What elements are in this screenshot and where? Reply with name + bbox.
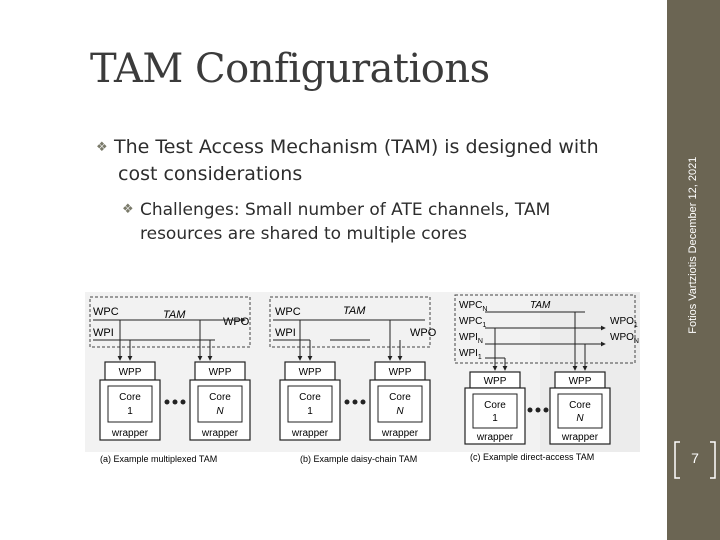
bullet-2-line-1: Challenges: Small number of ATE channels… (140, 200, 551, 220)
wpp-label: WPP (299, 367, 322, 378)
wpp-label: WPP (389, 367, 412, 378)
multiplexed-tam: WPC WPI WPO TAM WPP WPP Core 1 wrapper C… (89, 296, 251, 464)
wpo-label: WPO (410, 327, 437, 339)
wpp-label: WPP (569, 376, 592, 387)
bullet-icon: ❖ (122, 202, 134, 217)
wpc-label: WPC (275, 306, 301, 318)
page-number-frame (674, 441, 716, 479)
wrapper-label: wrapper (291, 428, 329, 439)
caption-c: (c) Example direct-access TAM (470, 452, 594, 462)
core-number: 1 (127, 406, 133, 417)
wpcN-label: WPCN (459, 300, 487, 313)
daisy-chain-tam: WPC WPI WPO TAM WPP WPP Core 1 wrapper C… (269, 296, 437, 464)
bullet-2: ❖ Challenges: Small number of ATE channel… (122, 198, 642, 246)
bullet-icon: ❖ (96, 140, 108, 155)
wpi-label: WPI (93, 327, 114, 339)
core-number: 1 (492, 413, 498, 424)
caption-b: (b) Example daisy-chain TAM (300, 454, 417, 464)
wpi-label: WPI (275, 327, 296, 339)
wpiN-label: WPIN (459, 332, 483, 345)
tam-diagram: WPC WPI WPO TAM WPP WPP Core 1 wrapper C… (85, 292, 640, 464)
caption-a: (a) Example multiplexed TAM (100, 454, 217, 464)
core-label: Core (299, 392, 321, 403)
core-number: N (576, 413, 584, 424)
core-number: N (216, 406, 224, 417)
wpc1-label: WPC1 (459, 316, 486, 329)
core-number: 1 (307, 406, 313, 417)
core-label: Core (484, 400, 506, 411)
bullet-1: ❖ The Test Access Mechanism (TAM) is desi… (96, 134, 656, 187)
wpi1-label: WPI1 (459, 348, 482, 361)
core-label: Core (389, 392, 411, 403)
wrapper-label: wrapper (201, 428, 239, 439)
right-sidebar (667, 0, 720, 540)
page-number: 7 (691, 450, 699, 466)
bullet-2-line-2: resources are shared to multiple cores (140, 224, 467, 244)
direct-access-tam: WPCN WPC1 WPIN WPI1 WPO1 WPON TAM WPP WP… (454, 294, 639, 462)
wpoN-label: WPON (610, 332, 639, 345)
tam-label: TAM (343, 305, 366, 317)
wpp-label: WPP (209, 367, 232, 378)
tam-label: TAM (530, 300, 551, 311)
core-label: Core (119, 392, 141, 403)
wpp-label: WPP (484, 376, 507, 387)
bullet-1-line-2: cost considerations (118, 163, 303, 185)
footer-date: December 12, 2021 (687, 156, 699, 254)
tam-label: TAM (163, 309, 186, 321)
wpc-label: WPC (93, 306, 119, 318)
wpo1-label: WPO1 (610, 316, 638, 329)
core-label: Core (569, 400, 591, 411)
slide-title: TAM Configurations (90, 46, 490, 92)
wrapper-label: wrapper (381, 428, 419, 439)
wpp-label: WPP (119, 367, 142, 378)
footer-author: Fotios Vartziotis (687, 256, 699, 334)
wrapper-label: wrapper (476, 432, 514, 443)
wrapper-label: wrapper (561, 432, 599, 443)
wpo-label: WPO (223, 316, 250, 328)
tam-figure: WPC WPI WPO TAM WPP WPP Core 1 wrapper C… (85, 292, 640, 472)
bullet-1-line-1: The Test Access Mechanism (TAM) is desig… (114, 136, 599, 158)
wrapper-label: wrapper (111, 428, 149, 439)
core-number: N (396, 406, 404, 417)
core-label: Core (209, 392, 231, 403)
